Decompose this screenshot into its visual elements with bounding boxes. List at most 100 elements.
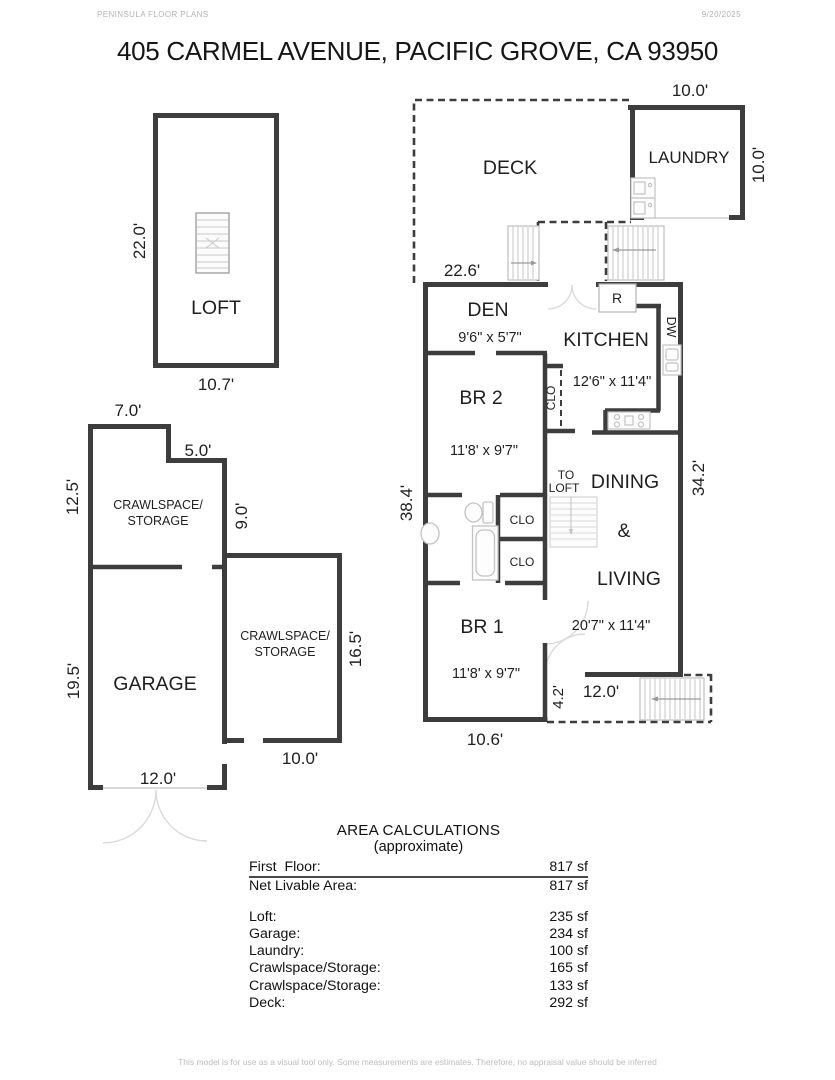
garage-label: GARAGE <box>113 673 196 695</box>
area-row-loft: Loft: 235 sf <box>249 909 588 926</box>
area-row-value: 100 sf <box>549 943 588 960</box>
loft-plan: LOFT 22.0' 10.7' <box>130 113 279 394</box>
porch-stairs <box>639 677 705 721</box>
to-loft-label-1: TO <box>558 468 574 482</box>
area-calculations: AREA CALCULATIONS (approximate) First Fl… <box>249 822 588 1012</box>
br1-label: BR 1 <box>460 616 503 638</box>
area-calc-title: AREA CALCULATIONS <box>336 822 501 839</box>
loft-height-dim: 22.0' <box>130 223 149 259</box>
area-row-value: 165 sf <box>549 960 588 977</box>
area-row-deck: Deck: 292 sf <box>249 995 588 1012</box>
crawl1-step-dim: 5.0' <box>185 441 212 460</box>
laundry-width-dim: 10.0' <box>672 81 708 100</box>
deck-stairs-left <box>507 225 540 281</box>
closet-side-label: CLO <box>544 386 558 411</box>
main-right-dim: 34.2' <box>689 460 708 496</box>
deck-plan: DECK 22.6' <box>412 98 665 283</box>
disclaimer-text: This model is for use as a visual tool o… <box>178 1057 657 1067</box>
kitchen-sink-icon <box>662 344 682 376</box>
area-row-value: 133 sf <box>549 977 588 994</box>
fridge-icon <box>598 283 637 313</box>
area-row-laundry: Laundry: 100 sf <box>249 943 588 960</box>
main-bottom-dim: 10.6' <box>467 730 503 749</box>
crawl2-bottom-dim: 10.0' <box>282 749 318 768</box>
crawl1-label-1: CRAWLSPACE/ <box>113 498 203 512</box>
br2-label: BR 2 <box>459 387 502 409</box>
stove-icon <box>607 411 651 430</box>
area-row-label: Garage: <box>249 925 301 942</box>
toilet-bowl-icon <box>464 502 483 523</box>
crawl2-right-dim: 16.5' <box>346 631 365 667</box>
page-title: 405 CARMEL AVENUE, PACIFIC GROVE, CA 939… <box>116 36 719 66</box>
kitchen-label: KITCHEN <box>563 329 649 351</box>
crawl2-label-2: STORAGE <box>255 645 316 659</box>
living-label: LIVING <box>597 568 661 590</box>
crawl1-right-dim: 9.0' <box>232 503 251 530</box>
kitchen-dims: 12'6" x 11'4" <box>573 374 651 390</box>
crawl1-top-dim: 7.0' <box>115 401 142 420</box>
laundry-plan: 10.0' 10.0' LAUNDRY <box>628 81 768 220</box>
crawl1-label-2: STORAGE <box>128 514 189 528</box>
area-row-value: 292 sf <box>549 995 588 1012</box>
den-dims: 9'6" x 5'7" <box>458 330 521 346</box>
area-row-label: Laundry: <box>249 943 305 960</box>
laundry-label: LAUNDRY <box>649 148 730 167</box>
area-calc-subtitle: (approximate) <box>373 839 464 855</box>
deck-label: DECK <box>483 157 537 179</box>
closet-bottom-label: CLO <box>510 555 535 569</box>
garage-building-plan: 7.0' 5.0' 12.5' 9.0' CRAWLSPACE/ STORAGE… <box>63 401 365 844</box>
porch-width-dim: 12.0' <box>583 682 619 701</box>
area-row-label: Net Livable Area: <box>249 878 358 895</box>
porch-height-dim: 4.2' <box>550 685 567 709</box>
living-dims: 20'7" x 11'4" <box>572 618 650 634</box>
to-loft-stairs <box>549 496 598 548</box>
br2-dims: 11'8' x 9'7" <box>450 443 518 459</box>
main-interior-walls <box>423 303 683 722</box>
deck-width-dim: 22.6' <box>444 261 480 280</box>
dishwasher-label: DW <box>664 317 678 338</box>
area-row-label: Loft: <box>249 908 277 925</box>
area-row-value: 817 sf <box>549 859 588 875</box>
main-left-dim: 38.4' <box>397 485 416 521</box>
crawl2-label-1: CRAWLSPACE/ <box>240 629 330 643</box>
area-row-label: Crawlspace/Storage: <box>249 977 381 994</box>
garage-door-arcs <box>102 789 208 844</box>
laundry-height-dim: 10.0' <box>749 147 768 183</box>
area-row-value: 234 sf <box>549 925 588 942</box>
area-row-value: 817 sf <box>549 878 588 895</box>
area-row-label: First Floor: <box>249 859 321 875</box>
bath-sink-icon <box>420 522 440 545</box>
deck-stairs-right <box>607 225 665 281</box>
to-loft-label-2: LOFT <box>549 481 580 495</box>
porch-dashed-boundary <box>547 673 713 724</box>
area-row-net-livable: Net Livable Area: 817 sf <box>249 878 588 895</box>
dining-label: DINING <box>591 471 659 493</box>
main-exterior-walls <box>423 282 683 722</box>
area-row-label: Deck: <box>249 995 286 1012</box>
area-row-crawlspace-2: Crawlspace/Storage: 133 sf <box>249 978 588 995</box>
garage-exterior-walls <box>88 424 342 790</box>
area-row-crawlspace-1: Crawlspace/Storage: 165 sf <box>249 960 588 977</box>
main-floor-plan: R DW DEN 9'6" x 5'7" KITCHEN 12'6" x 11' <box>397 282 713 749</box>
loft-label: LOFT <box>191 297 241 319</box>
kitchen-appliances: R DW <box>598 283 682 430</box>
fridge-label: R <box>612 290 622 306</box>
garage-bottom-dim: 12.0' <box>140 769 176 788</box>
area-row-first-floor: First Floor: 817 sf <box>249 859 588 879</box>
crawl1-left-dim: 12.5' <box>63 479 82 515</box>
br1-dims: 11'8' x 9'7" <box>452 666 520 682</box>
area-row-label: Crawlspace/Storage: <box>249 960 381 977</box>
bathroom-fixtures <box>420 501 499 581</box>
den-label: DEN <box>467 299 508 321</box>
toilet-tank-icon <box>482 501 494 524</box>
garage-left-dim: 19.5' <box>64 663 83 699</box>
date-text: 9/20/2025 <box>701 10 741 19</box>
ampersand-label: & <box>617 520 630 542</box>
brand-text: PENINSULA FLOOR PLANS <box>97 10 209 19</box>
washer-dryer-icon <box>630 177 656 219</box>
area-row-garage: Garage: 234 sf <box>249 926 588 943</box>
closet-top-label: CLO <box>510 513 535 527</box>
loft-width-dim: 10.7' <box>198 375 234 394</box>
